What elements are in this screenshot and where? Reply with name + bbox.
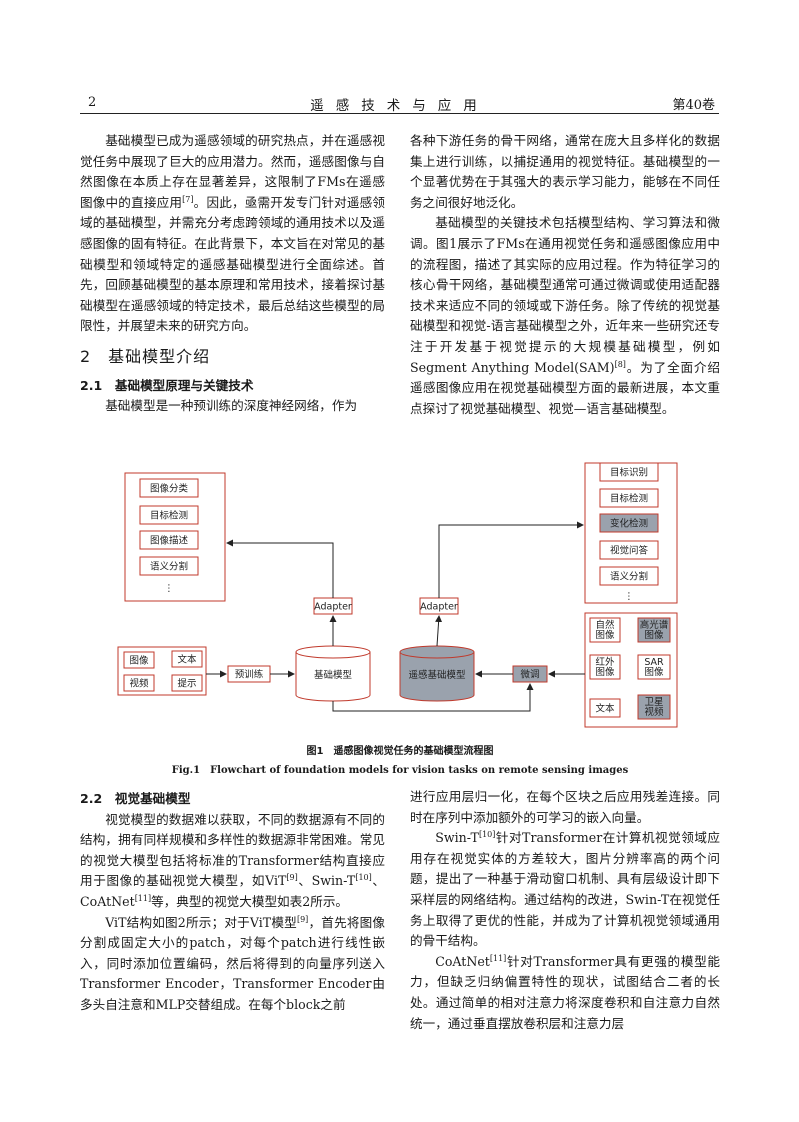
figure-caption-en: Fig.1 Flowchart of foundation models for… [171,765,629,776]
svg-text:自然: 自然 [595,619,615,631]
svg-text:微调: 微调 [520,669,539,681]
input-video[interactable]: 视频 [123,674,155,692]
figure-caption-cn: 图1 遥感图像视觉任务的基础模型流程图 [306,746,494,757]
paragraph: 基础模型是一种预训练的深度神经网络，作为 [105,398,358,414]
svg-text:图像: 图像 [644,629,664,641]
citation[interactable]: [11] [134,893,152,903]
left-task-3[interactable]: 图像描述 [139,530,199,550]
svg-text:图像: 图像 [595,629,615,641]
svg-text:SAR: SAR [644,657,664,668]
rs-foundation-model-cylinder[interactable]: 遥感基础模型 [399,645,475,702]
svg-text:视觉问答: 视觉问答 [610,545,649,557]
svg-text:语义分割: 语义分割 [610,571,648,583]
paragraph: CoAtNet[11]针对Transformer具有更强的模型能力，但缺乏归纳偏… [410,953,720,1031]
citation[interactable]: [9] [296,914,309,924]
svg-text:图像: 图像 [595,666,615,678]
subsection-heading: 2.2 视觉基础模型 [80,791,191,806]
flowchart-svg: 图像分类 目标检测 图像描述 语义分割 ⋮ 目标识别 目标检测 变化检测 视觉问… [117,462,678,728]
connector-lines [206,521,585,712]
page-number: 2 [88,95,97,110]
foundation-model-cylinder[interactable]: 基础模型 [295,645,371,702]
ellipsis-left: ⋮ [164,583,174,594]
right-task-2[interactable]: 目标检测 [599,488,659,508]
right-task-3[interactable]: 变化检测 [599,513,659,533]
adapter-left[interactable]: Adapter [313,597,353,615]
citation[interactable]: [9] [286,873,298,883]
svg-text:遥感基础模型: 遥感基础模型 [408,669,466,681]
svg-text:卫星: 卫星 [644,697,663,708]
citation[interactable]: [11] [489,953,507,963]
citation[interactable]: [10] [478,830,496,839]
volume-number: 第40卷 [672,98,715,113]
svg-text:目标检测: 目标检测 [610,493,648,505]
pretrain-box[interactable]: 预训练 [227,665,271,683]
adapter-right[interactable]: Adapter [419,597,459,615]
svg-text:目标检测: 目标检测 [150,510,188,522]
left-task-2[interactable]: 目标检测 [139,505,199,525]
svg-text:红外: 红外 [595,656,615,668]
citation[interactable]: [7] [182,194,194,204]
svg-text:预训练: 预训练 [235,669,264,681]
input-prompt[interactable]: 提示 [171,674,203,692]
finetune-box[interactable]: 微调 [512,665,548,683]
svg-text:图像描述: 图像描述 [150,535,189,547]
svg-text:图像分类: 图像分类 [150,483,189,495]
citation[interactable]: [10] [355,873,372,883]
svg-text:基础模型: 基础模型 [314,669,353,681]
figure-1-flowchart: 图像分类 目标检测 图像描述 语义分割 ⋮ 目标识别 目标检测 变化检测 视觉问… [80,455,720,740]
svg-text:图像: 图像 [644,666,664,678]
running-header: 2 遥感技术与应用 第40卷 [80,93,719,114]
svg-text:视频: 视频 [129,678,149,690]
citation[interactable]: [8] [614,359,626,369]
paragraph: Swin-T[10]针对Transformer在计算机视觉领域应用存在视觉实体的… [410,830,720,949]
svg-text:Adapter: Adapter [314,602,352,613]
column-right-bottom: 进行应用层归一化，在每个区块之后应用残差连接。同时在序列中添加额外的可学习的嵌入… [410,787,720,1034]
right-task-1[interactable]: 目标识别 [599,462,659,482]
paragraph: 各种下游任务的骨干网络，通常在庞大且多样化的数据集上进行训练，以捕捉通用的视觉特… [410,133,720,210]
right-task-5[interactable]: 语义分割 [599,566,659,586]
paragraph: 视觉模型的数据难以获取，不同的数据源有不同的结构，拥有同样规模和多样性的数据源非… [80,811,385,909]
svg-text:文本: 文本 [595,703,615,715]
svg-text:语义分割: 语义分割 [150,561,188,573]
paragraph: 基础模型已成为遥感领域的研究热点，并在遥感视觉任务中展现了巨大的应用潜力。然而，… [80,133,386,334]
rs-data-text[interactable]: 文本 [589,698,621,718]
section-heading: 2 基础模型介绍 [80,346,211,366]
svg-text:视频: 视频 [644,706,664,718]
svg-text:变化检测: 变化检测 [610,518,648,530]
right-task-4[interactable]: 视觉问答 [599,540,659,560]
left-task-1[interactable]: 图像分类 [139,478,199,498]
input-image[interactable]: 图像 [123,651,155,669]
column-left-bottom: 2.2 视觉基础模型 视觉模型的数据难以获取，不同的数据源有不同的结构，拥有同样… [80,787,385,1016]
subsection-heading: 2.1 基础模型原理与关键技术 [80,377,254,393]
svg-text:提示: 提示 [177,678,196,690]
svg-text:Adapter: Adapter [420,602,458,613]
paragraph: ViT结构如图2所示；对于ViT模型[9]，首先将图像分割成固定大小的patch… [80,914,385,1012]
svg-text:图像: 图像 [129,655,149,667]
svg-text:高光谱: 高光谱 [640,619,669,631]
column-right-top: 各种下游任务的骨干网络，通常在庞大且多样化的数据集上进行训练，以捕捉通用的视觉特… [410,131,720,419]
left-task-4[interactable]: 语义分割 [139,556,199,576]
journal-title: 遥感技术与应用 [310,98,489,114]
ellipsis-right: ⋮ [624,591,634,602]
svg-text:文本: 文本 [177,654,197,666]
svg-text:目标识别: 目标识别 [610,467,648,479]
paragraph: 基础模型的关键技术包括模型结构、学习算法和微调。图1展示了FMs在通用视觉任务和… [410,215,721,416]
rs-data-natural[interactable]: 自然图像 [589,617,621,643]
input-text[interactable]: 文本 [171,650,203,668]
paragraph: 进行应用层归一化，在每个区块之后应用残差连接。同时在序列中添加额外的可学习的嵌入… [410,789,720,825]
column-left-top: 基础模型已成为遥感领域的研究热点，并在遥感视觉任务中展现了巨大的应用潜力。然而，… [80,131,385,417]
